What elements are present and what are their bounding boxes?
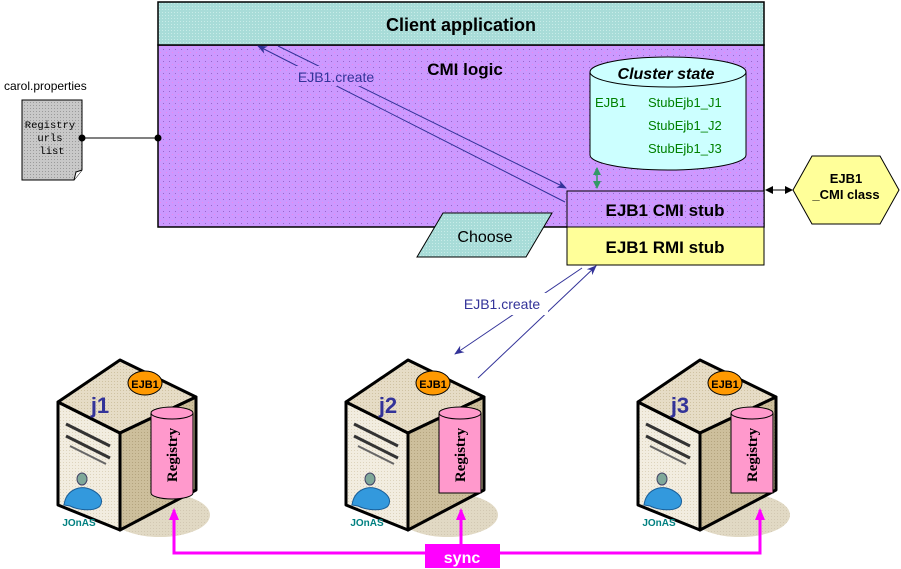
- server-drive-slot: [357, 445, 395, 465]
- choose-shape: [416, 212, 553, 258]
- cmi-class-line-1: EJB1: [830, 171, 863, 186]
- client-application-box: [157, 1, 765, 46]
- jonas-logo-text: JOnAS: [350, 518, 384, 529]
- connector-dot-right: [154, 134, 162, 142]
- ejb-badge-label: EJB1: [131, 379, 159, 391]
- config-file-line-3: list: [39, 146, 64, 158]
- server-drive-slot: [65, 434, 111, 460]
- server-power-led: [364, 472, 376, 486]
- registry-cylinder-top: [150, 406, 194, 420]
- ejb-badge: [127, 370, 163, 396]
- sync-line-j3: [500, 508, 765, 555]
- ejb-badge-label: EJB1: [419, 379, 447, 391]
- ejb-badge: [707, 370, 743, 396]
- registry-label: Registry: [745, 427, 761, 482]
- server-drive-slot: [353, 422, 399, 448]
- ejb-badge-label: EJB1: [711, 379, 739, 391]
- choose-label: Choose: [457, 229, 512, 246]
- jonas-whale-icon: [63, 487, 103, 511]
- server-name: j3: [670, 393, 689, 418]
- registry-cylinder: [150, 413, 194, 500]
- config-file-line-2: urls: [37, 133, 62, 145]
- rmi-stub-label: EJB1 RMI stub: [605, 238, 724, 257]
- sync-label: sync: [444, 550, 481, 567]
- registry-cylinder-top: [438, 406, 482, 420]
- jonas-logo-text: JOnAS: [62, 518, 96, 529]
- client-application-title: Client application: [386, 15, 536, 35]
- cluster-state-stub-2: StubEjb1_J2: [648, 118, 722, 133]
- server-name: j2: [378, 393, 397, 418]
- ejb-badge: [415, 370, 451, 396]
- registry-cylinder: [438, 413, 482, 494]
- registry-label: Registry: [453, 427, 469, 482]
- config-file-line-1: Registry: [25, 120, 75, 132]
- cluster-state-title: Cluster state: [618, 66, 715, 83]
- cmi-class-line-2: _CMI class: [811, 187, 879, 202]
- server-power-led: [76, 472, 88, 486]
- cmi-stub-box: [566, 190, 765, 228]
- server-drive-slot: [69, 445, 107, 465]
- jonas-whale-icon: [643, 487, 683, 511]
- jonas-whale-icon: [351, 487, 391, 511]
- cluster-state-stub-3: StubEjb1_J3: [648, 141, 722, 156]
- server-drive-slot: [645, 422, 691, 448]
- connector-dot-left: [78, 134, 86, 142]
- server-name: j1: [90, 393, 109, 418]
- cmi-logic-title: CMI logic: [427, 60, 503, 79]
- cmi-class-hexagon: [792, 155, 900, 225]
- create-call-label-bottom: EJB1.create: [464, 296, 540, 312]
- jonas-logo-text: JOnAS: [642, 518, 676, 529]
- create-call-up-arrow: [477, 265, 597, 379]
- create-call-label-top: EJB1.create: [298, 69, 374, 85]
- sync-line-j1: [169, 508, 425, 555]
- server-power-led: [656, 472, 668, 486]
- server-drive-slot: [65, 422, 111, 448]
- cluster-state-bean: EJB1: [595, 95, 626, 110]
- registry-cylinder-top: [730, 406, 774, 420]
- config-filename: carol.properties: [4, 79, 87, 93]
- server-drive-slot: [353, 434, 399, 460]
- rmi-stub-box: [566, 226, 765, 266]
- cmi-stub-label: EJB1 CMI stub: [605, 201, 724, 220]
- server-drive-slot: [645, 434, 691, 460]
- registry-cylinder: [730, 413, 774, 494]
- cluster-state-cylinder: [589, 56, 747, 171]
- server-drive-slot: [649, 445, 687, 465]
- cluster-state-stub-1: StubEjb1_J1: [648, 95, 722, 110]
- registry-label: Registry: [165, 427, 181, 482]
- sync-box: [425, 544, 500, 568]
